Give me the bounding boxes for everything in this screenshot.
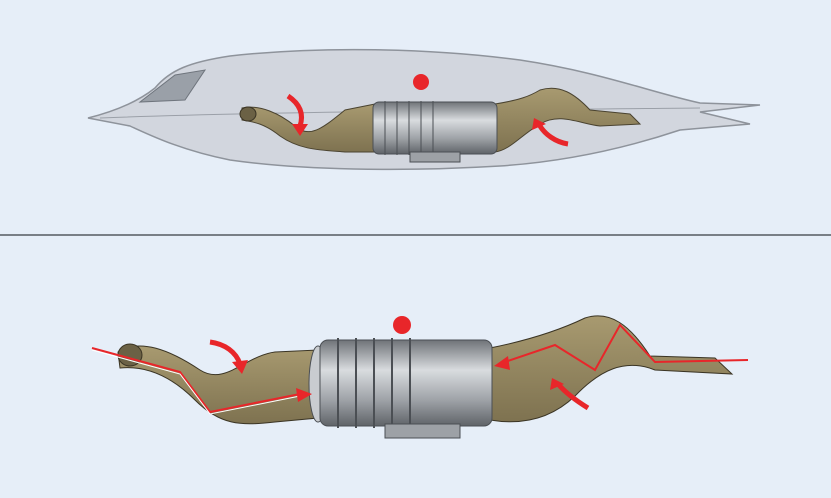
line-of-sight-ray-intake [91,347,301,414]
arrowhead [550,378,564,390]
aircraft-side-view [87,48,761,171]
arrowhead [494,356,510,370]
arrowhead [232,360,248,374]
exhaust-duct [494,87,642,153]
arrowhead [296,388,312,402]
intake-opening [239,106,257,122]
engine [319,339,493,427]
exhaust-duct [489,315,734,423]
arrowhead [532,118,546,130]
engine-gearbox [409,151,461,163]
center-of-gravity-dot [413,74,429,90]
engine-rings [384,101,434,155]
engine-duct-detail [91,315,749,439]
arrowhead [292,124,308,136]
airflow-arrow-exhaust [537,124,569,147]
airflow-arrow-exhaust [556,382,590,411]
engine [372,101,498,155]
engine-gearbox [384,423,461,439]
line-of-sight-ray-exhaust [504,323,749,372]
airflow-arrow-intake [209,339,243,365]
engine-rings [337,338,411,428]
airflow-arrow-intake [286,93,304,127]
center-of-gravity-dot [393,316,411,334]
canopy [138,69,207,103]
line-of-sight-ray-intake-highlight [91,349,301,415]
